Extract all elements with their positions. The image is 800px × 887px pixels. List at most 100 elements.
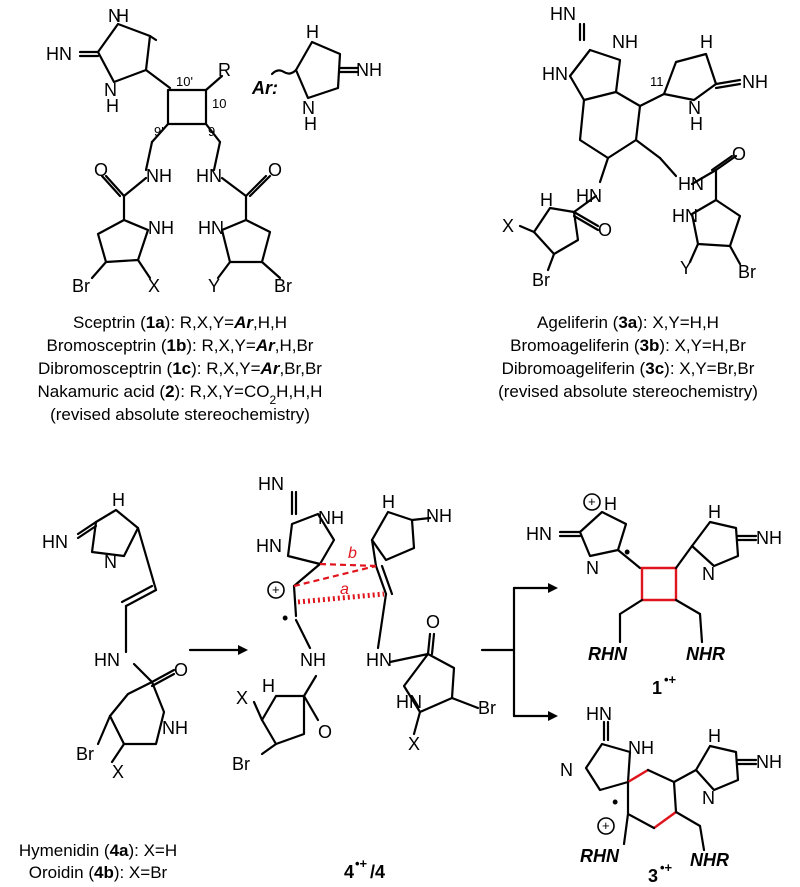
ag-o-left: O	[598, 220, 612, 240]
bond-label-a: a	[340, 581, 349, 598]
oroidin-caption-post: ): X=Br	[114, 863, 168, 882]
atom-o-right: O	[268, 160, 282, 180]
sceptrin-caption-bold: 1b	[167, 336, 187, 355]
p1-h-right: H	[708, 502, 721, 522]
ag-x: X	[502, 216, 514, 236]
or-hn-amide: HN	[94, 650, 120, 670]
ar-h-bottom: H	[304, 114, 317, 134]
ag-nh-imidazole-top: H	[700, 32, 713, 52]
int-label-4: 4	[344, 862, 354, 882]
int-nh-imine-right: NH	[426, 506, 452, 526]
or-x: X	[112, 762, 124, 782]
p1-radcat: •+	[664, 672, 677, 687]
sceptrin-caption-bold: 2	[165, 382, 174, 401]
int-x-left: X	[236, 688, 248, 708]
sceptrin-caption-sub: 2	[269, 393, 276, 407]
sceptrin-caption-tail: H,H,H	[276, 382, 322, 401]
int-nh-left-amide: NH	[300, 650, 326, 670]
atom-h-bottom: H	[106, 96, 119, 116]
or-h-top: H	[112, 490, 125, 510]
p3-nh: NH	[628, 738, 654, 758]
int-hn-imine: HN	[258, 474, 284, 494]
ag-h-pyrrole-left: H	[540, 190, 553, 210]
ar-nh-top: H	[306, 22, 319, 42]
int-br-right: Br	[478, 698, 496, 718]
p1-n-top: H	[604, 494, 617, 514]
sceptrin-caption-post: ): R,X,Y=CO	[175, 382, 270, 401]
int-o-right: O	[426, 612, 440, 632]
p1-hn: HN	[526, 524, 552, 544]
ag-hn-amide-right: HN	[678, 174, 704, 194]
reaction-arrow-1	[188, 645, 248, 655]
ag-nh-right: NH	[612, 32, 638, 52]
ar-n-bottom: N	[302, 98, 315, 118]
ageliferin-caption-bold: 3c	[645, 359, 664, 378]
atom-y-right: Y	[208, 276, 220, 296]
oroidin-structure: H HN N HN O NH Br X	[42, 490, 188, 782]
label-10-prime: 10'	[176, 74, 193, 89]
label-10: 10	[212, 96, 226, 111]
sceptrin-caption-ar: Ar	[233, 313, 254, 332]
int-hn-right-amide: HN	[366, 650, 392, 670]
ar-nh-imine: NH	[356, 60, 382, 80]
ageliferin-caption-line: (revised absolute stereochemistry)	[498, 382, 758, 401]
or-o: O	[174, 660, 188, 680]
int-label-sup: •+	[355, 856, 368, 871]
oroidin-caption-post: ): X=H	[128, 841, 177, 860]
p3-rhn: RHN	[580, 846, 620, 866]
sceptrin-caption-tail: ,H,Br	[275, 336, 314, 355]
ar-label: Ar:	[251, 78, 278, 98]
intermediate-structure: a b + • HN NH HN H NH NH HN O O X H Br H…	[232, 474, 496, 774]
int-hn-pyrrole-right: HN	[396, 692, 422, 712]
p3-hn-left: N	[560, 760, 573, 780]
oroidin-caption-bold: 4a	[110, 841, 129, 860]
sceptrin-caption-ar: Ar	[255, 336, 276, 355]
p3-radcat: •+	[660, 860, 673, 875]
sceptrin-caption-pre: Bromosceptrin (	[47, 336, 167, 355]
sceptrin-caption-tail: ,H,H	[253, 313, 287, 332]
ageliferin-caption-post: ): X,Y=H,Br	[659, 336, 746, 355]
product-3-structure: HN NH N • + H NH N RHN NHR 3 •+	[560, 704, 782, 886]
sceptrin-caption-tail: ,Br,Br	[279, 359, 322, 378]
ar-definition: Ar: H NH N H	[251, 22, 382, 134]
sceptrin-structure: H N HN N H R 10' 10 9' 9 NH HN O O NH HN…	[46, 6, 292, 296]
ag-br-right: Br	[738, 262, 756, 282]
p3-hn-top: HN	[586, 704, 612, 724]
ageliferin-caption-bold: 3a	[618, 313, 637, 332]
atom-nh-pyrrole-left: NH	[148, 218, 174, 238]
or-hn-imine: HN	[42, 532, 68, 552]
label-9: 9	[208, 124, 215, 139]
branch-arrows	[480, 583, 558, 721]
sceptrin-caption-bold: 1c	[172, 359, 191, 378]
oroidin-caption-line: Hymenidin (4a): X=H	[19, 841, 177, 860]
int-nh-right: NH	[318, 508, 344, 528]
p3-nhr: NHR	[690, 850, 729, 870]
ag-o-right: O	[732, 144, 746, 164]
ag-nh-imine-right: NH	[742, 72, 768, 92]
atom-nh-left: NH	[146, 166, 172, 186]
ageliferin-caption-bold: 3b	[640, 336, 660, 355]
ageliferin-caption-line: Ageliferin (3a): X,Y=H,H	[537, 313, 719, 332]
ageliferin-captions: Ageliferin (3a): X,Y=H,HBromoageliferin …	[498, 313, 758, 401]
intermediate-label: 4 •+ /4	[344, 856, 385, 882]
ageliferin-caption-plain: (revised absolute stereochemistry)	[498, 382, 758, 401]
atom-hn-right: HN	[196, 166, 222, 186]
atom-o-left: O	[94, 160, 108, 180]
ag-y: Y	[680, 258, 692, 278]
p3-h-right: H	[708, 726, 721, 746]
int-br-left: Br	[232, 754, 250, 774]
atom-n-bottom: N	[104, 80, 117, 100]
atom-n-top: N	[108, 6, 121, 26]
radical-dot: •	[282, 608, 288, 628]
p3-n-right: N	[702, 788, 715, 808]
bond-label-b: b	[348, 545, 357, 562]
sceptrin-caption-pre: Nakamuric acid (	[38, 382, 166, 401]
p3-radical: •	[612, 792, 618, 812]
atom-hn-imine: HN	[46, 44, 72, 64]
sceptrin-caption-line: Sceptrin (1a): R,X,Y=Ar,H,H	[73, 313, 287, 332]
sceptrin-caption-line: (revised absolute stereochemistry)	[50, 405, 310, 424]
atom-nh-top: H	[116, 6, 129, 26]
oroidin-caption-pre: Oroidin (	[29, 863, 95, 882]
int-h-top: H	[382, 492, 395, 512]
